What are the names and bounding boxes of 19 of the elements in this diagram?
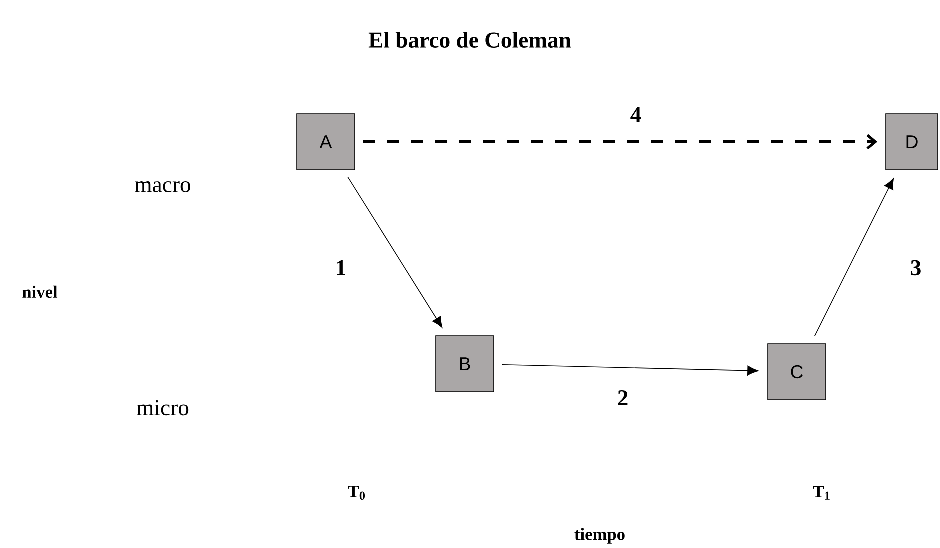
edge-label: 4 [629, 106, 643, 124]
letter-box: D [886, 114, 938, 170]
arrow [814, 178, 894, 337]
axis-label: macro [135, 182, 190, 192]
edge-label: 1 [334, 259, 348, 277]
letter-box: C [768, 344, 826, 400]
axis-label: T$_{0}$ [348, 486, 366, 500]
letter-box: A [296, 114, 356, 170]
axis-label: nivel [22, 286, 58, 298]
arrow [348, 176, 443, 328]
letter-box: B [436, 336, 494, 392]
axis-label: T$_{1}$ [813, 486, 830, 500]
axis-label: micro [137, 400, 189, 416]
arrow [502, 364, 759, 376]
arrow [363, 134, 878, 150]
title: El barco de Coleman [368, 32, 572, 48]
axis-label: tiempo [574, 528, 625, 544]
edge-label: 2 [616, 389, 630, 407]
edge-label: 3 [909, 259, 923, 277]
